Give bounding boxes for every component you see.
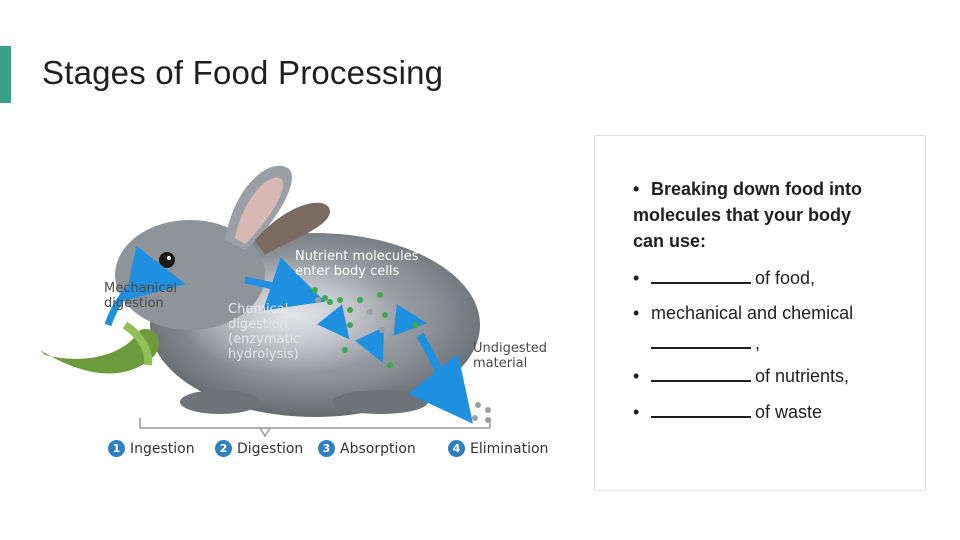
stage-ingestion: 1 Ingestion bbox=[108, 440, 195, 457]
stage-label: Elimination bbox=[470, 440, 549, 457]
fill-in-blank bbox=[651, 402, 751, 418]
bullet: • bbox=[633, 179, 640, 199]
stage-label: Absorption bbox=[340, 440, 416, 457]
nutrient-molecules bbox=[312, 287, 418, 368]
rabbit-ear-back bbox=[255, 202, 330, 255]
stage-elimination: 4 Elimination bbox=[448, 440, 548, 457]
leaf bbox=[40, 329, 160, 374]
rabbit-eye bbox=[159, 252, 175, 268]
list-item-elimination: •of waste bbox=[633, 402, 823, 422]
lead-text: •Breaking down food into molecules that … bbox=[633, 176, 903, 254]
fill-in-blank bbox=[651, 333, 751, 349]
stage-number: 2 bbox=[215, 440, 232, 457]
stage-label: Ingestion bbox=[130, 440, 195, 457]
stage-number: 4 bbox=[448, 440, 465, 457]
list-item-absorption: •of nutrients, bbox=[633, 366, 850, 386]
bullet: • bbox=[633, 303, 640, 323]
title-accent-bar bbox=[0, 46, 11, 103]
list-item-ingestion: •of food, bbox=[633, 268, 816, 288]
list-item-digestion: •mechanical and chemical , bbox=[633, 303, 854, 353]
stage-absorption: 3 Absorption bbox=[318, 440, 416, 457]
bullet: • bbox=[633, 268, 640, 288]
stage-number: 3 bbox=[318, 440, 335, 457]
bullet: • bbox=[633, 402, 640, 422]
stage-number: 1 bbox=[108, 440, 125, 457]
slide-title: Stages of Food Processing bbox=[42, 54, 444, 91]
fill-in-blank bbox=[651, 366, 751, 382]
stage-label: Digestion bbox=[237, 440, 304, 457]
rabbit-illustration bbox=[40, 165, 491, 438]
content-textbox[interactable]: •Breaking down food into molecules that … bbox=[594, 135, 926, 491]
stage-digestion: 2 Digestion bbox=[215, 440, 303, 457]
bullet: • bbox=[633, 366, 640, 386]
fill-in-blank bbox=[651, 268, 751, 284]
